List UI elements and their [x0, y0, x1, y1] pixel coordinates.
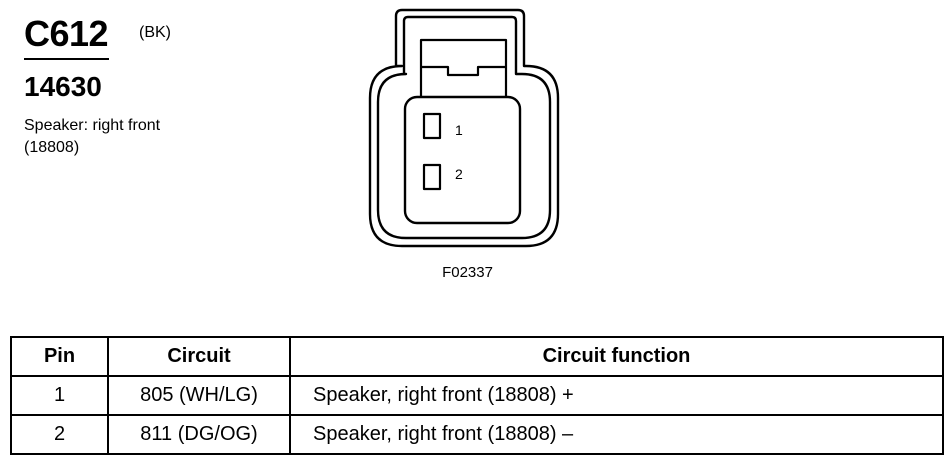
header-circuit-function: Circuit function [289, 336, 944, 377]
table-row: 2 811 (DG/OG) Speaker, right front (1880… [10, 414, 944, 455]
header-pin: Pin [10, 336, 109, 377]
latch-notch [421, 65, 506, 77]
pin-cavity-2 [422, 163, 442, 191]
table-row: 1 805 (WH/LG) Speaker, right front (1880… [10, 375, 944, 416]
housing-outer-outline [368, 8, 560, 248]
cell-pin: 1 [10, 375, 109, 416]
connector-id-underline [24, 58, 109, 60]
pin-cavity-1 [422, 112, 442, 140]
latch-tab [419, 38, 508, 102]
table-header-row: Pin Circuit Circuit function [10, 336, 944, 377]
connector-id: C612 [24, 13, 109, 54]
housing-inner-outline [376, 15, 552, 240]
cell-circuit: 805 (WH/LG) [107, 375, 291, 416]
pin-label-2: 2 [455, 166, 463, 182]
cell-circuit-function: Speaker, right front (18808) – [289, 414, 944, 455]
cell-pin: 2 [10, 414, 109, 455]
pin-label-1: 1 [455, 122, 463, 138]
connector-face-drawing: 1 2 [368, 8, 560, 248]
connector-description-code: (18808) [24, 139, 80, 156]
cell-circuit: 811 (DG/OG) [107, 414, 291, 455]
header-circuit: Circuit [107, 336, 291, 377]
terminal-face [403, 95, 522, 225]
connector-color-code: (BK) [139, 24, 171, 41]
part-number: 14630 [24, 71, 102, 102]
cell-circuit-function: Speaker, right front (18808) + [289, 375, 944, 416]
figure-id: F02337 [442, 264, 493, 281]
connector-description: Speaker: right front [24, 117, 161, 134]
pin-table: Pin Circuit Circuit function 1 805 (WH/L… [10, 336, 944, 455]
